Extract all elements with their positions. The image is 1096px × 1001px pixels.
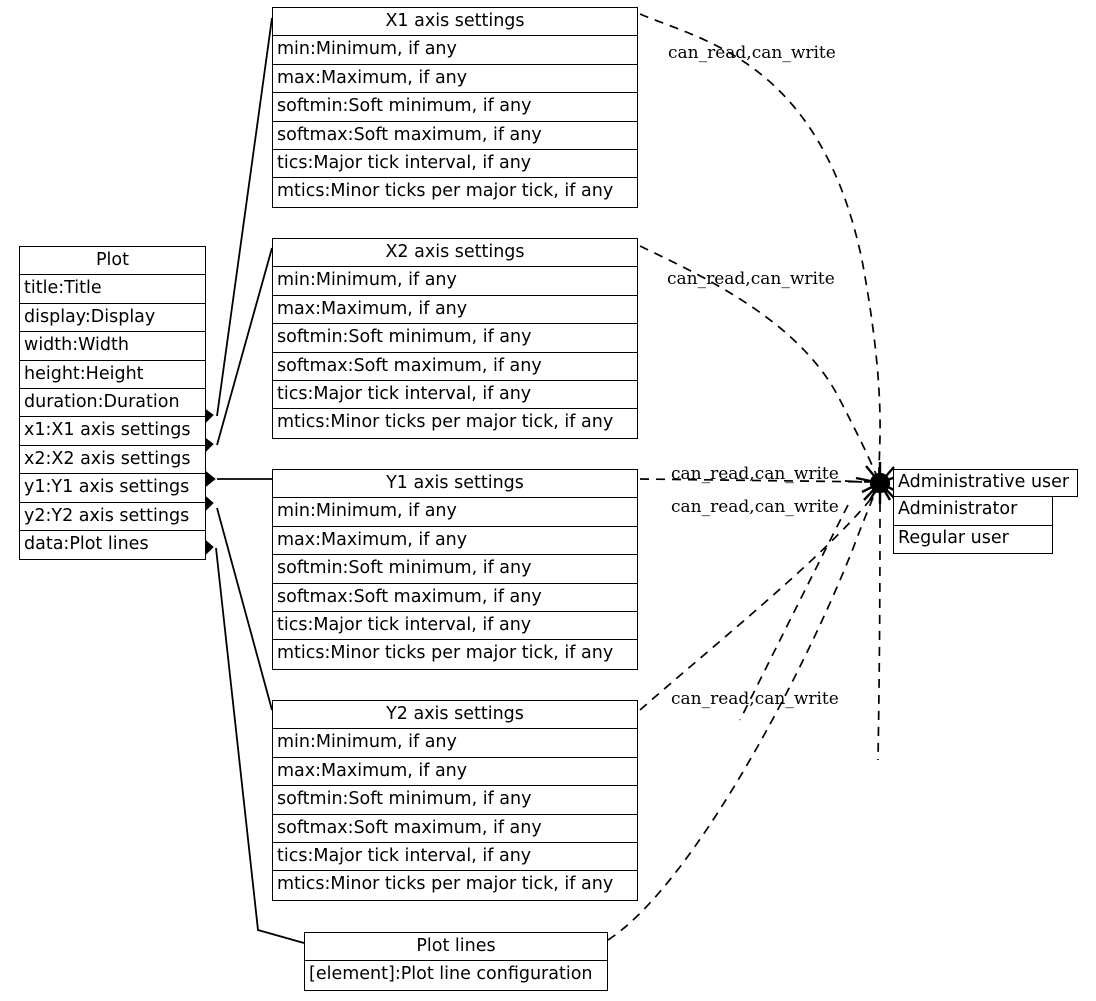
plot-attr-x2: x2:X2 axis settings	[20, 445, 205, 475]
y1-attr-max: max:Maximum, if any	[273, 526, 637, 556]
edge-admin-down	[877, 486, 881, 761]
y1-attr-softmin: softmin:Soft minimum, if any	[273, 555, 637, 584]
plot-attr-title: title:Title	[20, 275, 205, 304]
class-title-plot-lines: Plot lines	[305, 933, 607, 962]
x1-attr-max: max:Maximum, if any	[273, 64, 637, 94]
class-box-y2[interactable]: Y2 axis settings min:Minimum, if any max…	[272, 700, 638, 901]
class-title-x1: X1 axis settings	[273, 8, 637, 37]
class-box-x2[interactable]: X2 axis settings min:Minimum, if any max…	[272, 238, 638, 439]
y1-attr-min: min:Minimum, if any	[273, 498, 637, 527]
class-title-administrative-user: Administrative user	[893, 469, 1078, 498]
edge-label-plot-permissions: can_read,can_write	[671, 497, 839, 517]
edge-plot-y2	[216, 507, 273, 711]
edge-admin-down2	[739, 504, 849, 721]
admin-row-administrator: Administrator	[893, 497, 1053, 526]
class-box-administrative-user[interactable]: Administrative user Administrator Regula…	[893, 469, 1078, 555]
class-box-plot-lines[interactable]: Plot lines [element]:Plot line configura…	[304, 932, 608, 991]
y2-attr-softmin: softmin:Soft minimum, if any	[273, 786, 637, 815]
x1-attr-softmin: softmin:Soft minimum, if any	[273, 93, 637, 122]
plot-attr-y1: y1:Y1 axis settings	[20, 474, 205, 503]
class-title-x2: X2 axis settings	[273, 239, 637, 268]
x2-attr-softmax: softmax:Soft maximum, if any	[273, 352, 637, 381]
edge-label-x1-permissions: can_read,can_write	[668, 43, 836, 63]
class-box-x1[interactable]: X1 axis settings min:Minimum, if any max…	[272, 7, 638, 208]
x1-attr-tics: tics:Major tick interval, if any	[273, 149, 637, 179]
edge-plotlines-admin	[607, 483, 880, 941]
plot-attr-data: data:Plot lines	[20, 530, 205, 560]
class-box-y1[interactable]: Y1 axis settings min:Minimum, if any max…	[272, 469, 638, 670]
edge-label-x2-permissions: can_read,can_write	[667, 269, 835, 289]
plot-attr-display: display:Display	[20, 303, 205, 333]
plot-attr-x1: x1:X1 axis settings	[20, 417, 205, 446]
x1-attr-mtics: mtics:Minor ticks per major tick, if any	[273, 178, 637, 207]
y1-attr-mtics: mtics:Minor ticks per major tick, if any	[273, 640, 637, 669]
x1-attr-min: min:Minimum, if any	[273, 36, 637, 65]
y2-attr-mtics: mtics:Minor ticks per major tick, if any	[273, 871, 637, 900]
edge-convergence-point	[844, 462, 899, 504]
class-title-plot: Plot	[20, 247, 205, 276]
x2-attr-softmin: softmin:Soft minimum, if any	[273, 324, 637, 353]
edge-plot-x2	[216, 247, 273, 446]
y2-attr-min: min:Minimum, if any	[273, 729, 637, 758]
y2-attr-max: max:Maximum, if any	[273, 757, 637, 787]
plot-attr-y2: y2:Y2 axis settings	[20, 502, 205, 531]
plot-attr-width: width:Width	[20, 332, 205, 361]
edge-label-y2-permissions: can_read,can_write	[671, 689, 839, 709]
class-title-y2: Y2 axis settings	[273, 701, 637, 730]
edge-y2-admin	[639, 484, 881, 711]
plot-lines-attr-element: [element]:Plot line configuration	[305, 961, 607, 990]
edge-plot-x1	[216, 17, 273, 417]
y1-attr-softmax: softmax:Soft maximum, if any	[273, 583, 637, 612]
plot-attr-duration: duration:Duration	[20, 388, 205, 418]
edge-label-y1-permissions: can_read,can_write	[671, 464, 839, 484]
y1-attr-tics: tics:Major tick interval, if any	[273, 611, 637, 641]
x2-attr-tics: tics:Major tick interval, if any	[273, 380, 637, 410]
class-title-y1: Y1 axis settings	[273, 470, 637, 499]
y2-attr-tics: tics:Major tick interval, if any	[273, 842, 637, 872]
class-box-plot[interactable]: Plot title:Title display:Display width:W…	[19, 246, 206, 561]
x2-attr-min: min:Minimum, if any	[273, 267, 637, 296]
y2-attr-softmax: softmax:Soft maximum, if any	[273, 814, 637, 843]
admin-row-regular-user: Regular user	[893, 525, 1053, 555]
x2-attr-mtics: mtics:Minor ticks per major tick, if any	[273, 409, 637, 438]
edge-x1-admin	[639, 13, 881, 479]
x2-attr-max: max:Maximum, if any	[273, 295, 637, 325]
plot-attr-height: height:Height	[20, 360, 205, 389]
x1-attr-softmax: softmax:Soft maximum, if any	[273, 121, 637, 150]
